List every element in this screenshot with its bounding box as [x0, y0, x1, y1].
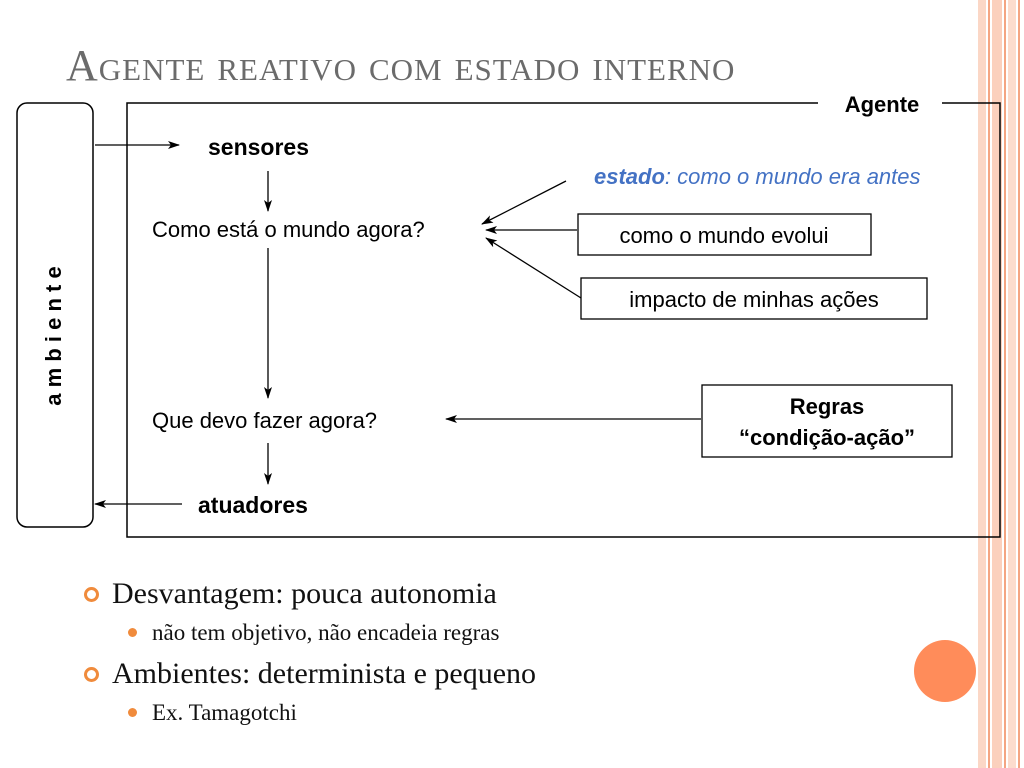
- ring-bullet-icon: [84, 667, 99, 682]
- como-esta-label: Como está o mundo agora?: [152, 217, 425, 242]
- estado-bold: estado: [594, 164, 665, 189]
- ambiente-label: a m b i e n t e: [41, 266, 66, 405]
- bullet-text: Desvantagem: pouca autonomia: [112, 577, 497, 610]
- dot-bullet-icon: [128, 628, 137, 637]
- agente-frame: [126, 102, 1001, 538]
- regras-line2: “condição-ação”: [739, 425, 915, 450]
- sub-bullet-text: Ex. Tamagotchi: [152, 700, 297, 725]
- agent-diagram: a m b i e n t e Agente sensores Como est…: [16, 92, 1001, 538]
- impacto-box: [580, 277, 928, 320]
- estado-rest: : como o mundo era antes: [665, 164, 921, 189]
- sub-bullet-text: não tem objetivo, não encadeia regras: [152, 620, 500, 645]
- atuadores-label: atuadores: [198, 492, 308, 518]
- sub-bullet-item: não tem objetivo, não encadeia regras: [80, 616, 900, 650]
- arrow-impacto-to-state: [485, 237, 582, 299]
- decorative-circle: [914, 640, 976, 702]
- slide-title: Agente reativo com estado interno: [66, 41, 736, 90]
- bullet-text: Ambientes: determinista e pequeno: [112, 657, 537, 690]
- regras-line1: Regras: [790, 394, 865, 419]
- dot-bullet-icon: [128, 708, 137, 717]
- como-evolui-box: [577, 213, 872, 256]
- ambiente-box: [16, 102, 94, 528]
- sub-bullet-item: Ex. Tamagotchi: [80, 696, 900, 730]
- ring-bullet-icon: [84, 587, 99, 602]
- agente-label: Agente: [845, 92, 920, 117]
- arrow-estado-to-state: [481, 180, 567, 225]
- regras-box: [701, 384, 953, 458]
- bullet-item: Ambientes: determinista e pequeno: [80, 654, 900, 694]
- como-evolui-label: como o mundo evolui: [619, 223, 828, 248]
- estado-label: estado: como o mundo era antes: [594, 164, 921, 189]
- sensores-label: sensores: [208, 134, 309, 160]
- impacto-label: impacto de minhas ações: [629, 287, 878, 312]
- bullet-list: Desvantagem: pouca autonomia não tem obj…: [80, 574, 900, 734]
- bullet-item: Desvantagem: pouca autonomia: [80, 574, 900, 614]
- que-devo-label: Que devo fazer agora?: [152, 408, 377, 433]
- decorative-stripes: [978, 0, 1024, 768]
